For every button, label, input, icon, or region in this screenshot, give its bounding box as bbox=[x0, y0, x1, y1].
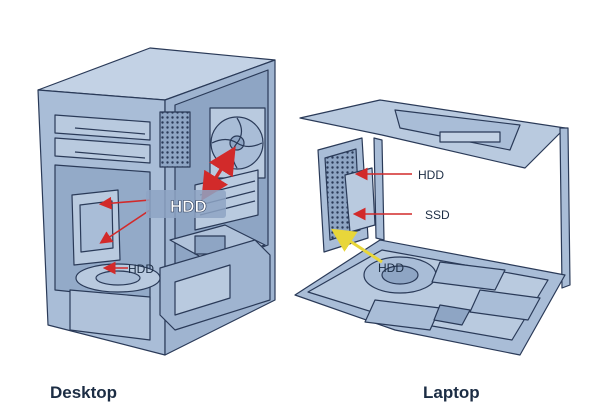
laptop-caption: Laptop bbox=[423, 383, 480, 402]
desktop-caption: Desktop bbox=[50, 383, 118, 402]
desktop-hdd-label: HDD bbox=[170, 197, 207, 216]
desktop-double-arrow bbox=[201, 146, 236, 201]
desktop-hdd-arrow bbox=[98, 196, 151, 210]
laptop-yellow-arrow bbox=[330, 228, 383, 264]
desktop-hdd-arrow-2 bbox=[99, 209, 151, 244]
desktop-arrows bbox=[98, 146, 236, 275]
laptop-bottom-hdd-label: HDD bbox=[378, 261, 404, 275]
laptop bbox=[294, 99, 571, 356]
laptop-arrows bbox=[330, 167, 412, 264]
laptop-ssd-label: SSD bbox=[425, 208, 450, 222]
laptop-hdd-label: HDD bbox=[418, 168, 444, 182]
desktop-hdd-label-group: HDD bbox=[146, 190, 226, 218]
desktop-rear-fan-grill bbox=[159, 111, 191, 168]
desktop-lower-hdd-label: HDD bbox=[128, 262, 154, 276]
